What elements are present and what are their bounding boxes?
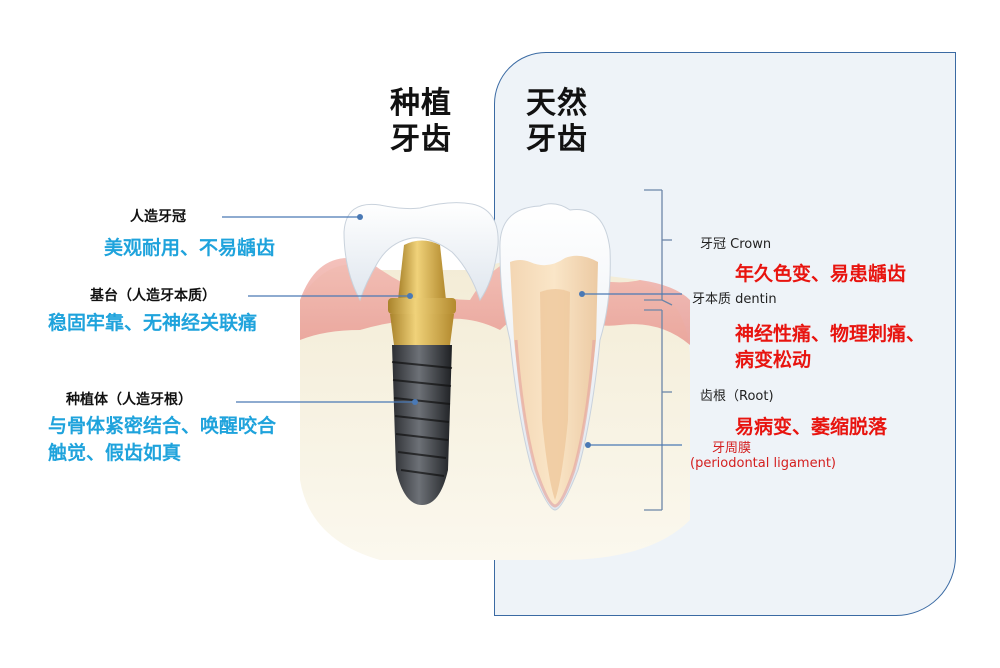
implant-title-line2: 牙齿 — [390, 122, 452, 157]
ligament-label-cn: 牙周膜 — [712, 441, 752, 456]
natural-title: 天然 牙齿 — [526, 86, 588, 158]
natural-crown-label: 牙冠 Crown — [700, 237, 772, 252]
implant-crown — [343, 202, 499, 302]
implant-screw — [391, 345, 453, 505]
implant-crown-label: 人造牙冠 — [130, 209, 186, 225]
ligament-label-en: (periodontal ligament) — [690, 456, 836, 471]
implant-title-line1: 种植 — [390, 86, 452, 121]
dentin-issue-line2: 病变松动 — [735, 349, 812, 371]
natural-tooth — [499, 203, 611, 511]
dentin-label: 牙本质 dentin — [692, 292, 777, 307]
abutment-label: 基台（人造牙本质） — [90, 288, 216, 304]
root-issue: 易病变、萎缩脱落 — [735, 416, 888, 438]
fixture-benefit-line1: 与骨体紧密结合、唤醒咬合 — [48, 415, 277, 437]
natural-title-line2: 牙齿 — [526, 122, 588, 157]
dentin-issue-line1: 神经性痛、物理刺痛、 — [735, 323, 926, 345]
abutment-shape — [388, 240, 456, 345]
natural-title-line1: 天然 — [526, 86, 588, 121]
abutment-benefit: 稳固牢靠、无神经关联痛 — [48, 312, 258, 334]
implant-title: 种植 牙齿 — [390, 86, 452, 158]
natural-crown-issue: 年久色变、易患龋齿 — [735, 263, 907, 285]
leader-lines — [222, 216, 682, 446]
root-label: 齿根（Root) — [700, 389, 774, 404]
implant-crown-benefit: 美观耐用、不易龋齿 — [104, 237, 276, 259]
anatomy-bracket — [644, 189, 673, 511]
fixture-label: 种植体（人造牙根） — [66, 392, 192, 408]
fixture-benefit-line2: 触觉、假齿如真 — [48, 442, 182, 464]
